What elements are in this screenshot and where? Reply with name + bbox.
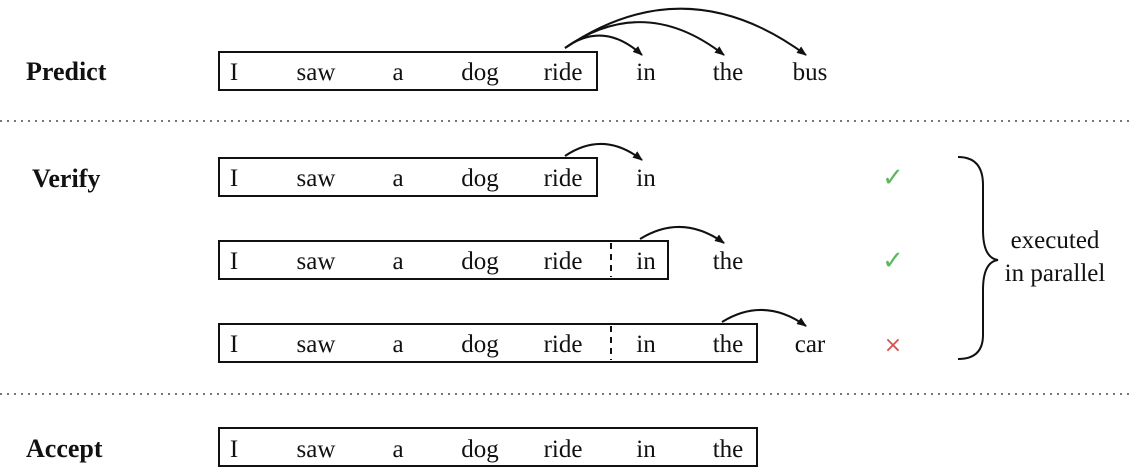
predicted-token: bus	[793, 59, 828, 86]
context-token: ride	[544, 165, 583, 192]
next-token: in	[636, 165, 656, 192]
context-token: a	[392, 165, 403, 192]
brace-note-line-1: executed	[1011, 227, 1100, 254]
verify-check-mark: ✓	[882, 246, 904, 276]
predicted-token: in	[636, 59, 656, 86]
prediction-arrow	[639, 226, 725, 244]
accepted-token: dog	[461, 436, 499, 463]
context-token: saw	[297, 331, 336, 358]
accepted-token: I	[230, 436, 238, 463]
accepted-token: in	[636, 436, 656, 463]
parallel-brace	[957, 156, 999, 360]
context-token: dog	[461, 165, 499, 192]
context-box	[218, 51, 598, 91]
next-token: the	[713, 248, 744, 275]
prediction-arrow	[564, 21, 725, 56]
verify-context-box	[218, 157, 598, 197]
stage-label-predict: Predict	[26, 57, 107, 86]
accepted-token: saw	[297, 436, 336, 463]
context-token: saw	[297, 165, 336, 192]
stage-label-verify: Verify	[32, 164, 100, 193]
appended-token: in	[636, 248, 656, 275]
accepted-token: ride	[544, 436, 583, 463]
context-token: dog	[461, 59, 499, 86]
verify-check-mark: ✓	[882, 163, 904, 193]
context-token: I	[230, 165, 238, 192]
appended-token: in	[636, 331, 656, 358]
predicted-token: the	[713, 59, 744, 86]
accepted-token: a	[392, 436, 403, 463]
accept-box	[218, 427, 758, 467]
accepted-token: the	[713, 436, 744, 463]
verify-cross-mark: ×	[884, 333, 902, 358]
context-token: saw	[297, 59, 336, 86]
brace-note-line-2: in parallel	[1005, 260, 1106, 287]
context-token: ride	[544, 331, 583, 358]
context-token: a	[392, 248, 403, 275]
context-token: ride	[544, 59, 583, 86]
verify-context-box	[218, 323, 758, 363]
prediction-arrow	[721, 309, 807, 327]
context-token: saw	[297, 248, 336, 275]
context-token: I	[230, 59, 238, 86]
context-token: dog	[461, 248, 499, 275]
next-token: car	[795, 331, 826, 358]
context-token: I	[230, 248, 238, 275]
stage-label-accept: Accept	[26, 434, 103, 463]
context-token: I	[230, 331, 238, 358]
context-token: ride	[544, 248, 583, 275]
appended-token: the	[713, 331, 744, 358]
context-token: a	[392, 331, 403, 358]
prediction-arrow	[564, 7, 807, 56]
context-token: a	[392, 59, 403, 86]
prediction-arrow	[564, 143, 643, 161]
context-token: dog	[461, 331, 499, 358]
verify-context-box	[218, 240, 669, 280]
